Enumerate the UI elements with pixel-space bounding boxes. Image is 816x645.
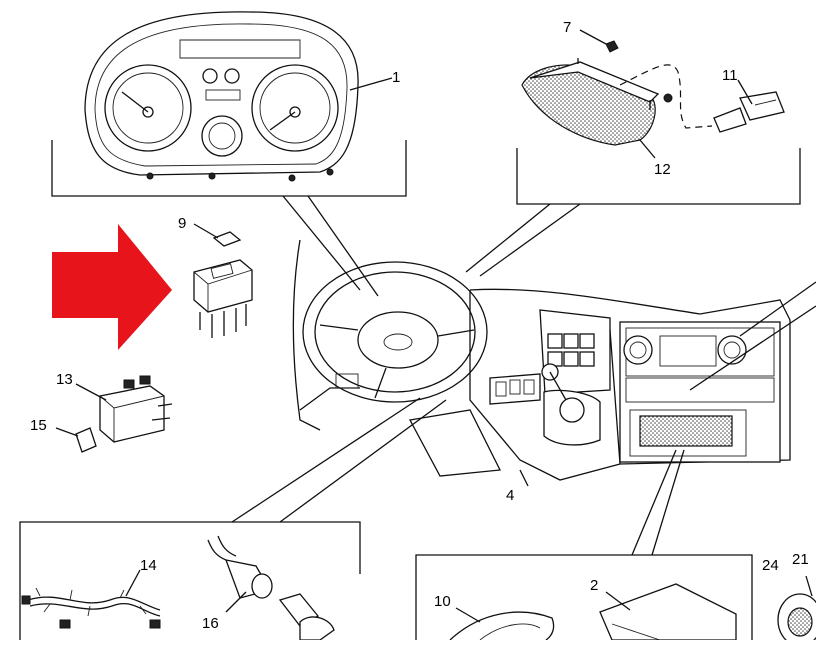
callout-16: 16 — [202, 615, 219, 632]
callout-12: 12 — [654, 161, 671, 178]
leader-lamp-to-dash — [465, 203, 551, 273]
leader-right-1 — [739, 281, 816, 337]
lamp-connector — [713, 91, 785, 133]
switch-cover — [75, 427, 97, 453]
leader-16 — [225, 591, 247, 613]
leader-13 — [75, 383, 107, 401]
callout-24: 24 — [762, 557, 779, 574]
leader-cluster-to-dash-2 — [307, 195, 379, 297]
leader-right-2 — [689, 305, 816, 391]
harness-bracket — [19, 521, 361, 640]
leader-lamp-to-dash-2 — [479, 203, 581, 277]
speaker-part — [777, 593, 816, 645]
callout-15: 15 — [30, 417, 47, 434]
instrument-cluster — [84, 11, 359, 182]
hazard-switch — [193, 231, 253, 338]
callout-7: 7 — [563, 19, 571, 36]
leader-11 — [737, 79, 753, 105]
leader-2 — [605, 591, 631, 611]
leader-radio-2 — [651, 449, 685, 556]
callout-2: 2 — [590, 577, 598, 594]
leader-harness-2 — [279, 399, 447, 523]
callout-11: 11 — [722, 67, 738, 84]
wiring-harness — [21, 587, 161, 629]
red-pointer-arrow — [52, 224, 172, 350]
callout-13: 13 — [56, 371, 73, 388]
cluster-bracket — [51, 140, 407, 197]
ignition-lock — [207, 535, 335, 641]
leader-4 — [519, 469, 529, 487]
callout-4: 4 — [506, 487, 514, 504]
leader-21 — [805, 575, 813, 597]
callout-10: 10 — [434, 593, 451, 610]
leader-cluster-to-dash — [282, 195, 361, 291]
callout-14: 14 — [140, 557, 157, 574]
leader-radio — [631, 449, 677, 556]
callout-9: 9 — [178, 215, 186, 232]
leader-9 — [193, 223, 219, 239]
callout-1: 1 — [392, 69, 400, 86]
leader-14 — [125, 569, 141, 597]
leader-7 — [579, 29, 607, 45]
lamp-wire — [619, 64, 713, 129]
leader-harness — [231, 397, 421, 523]
radio-unit — [599, 583, 737, 641]
rocker-switch — [99, 375, 173, 443]
callout-21: 21 — [792, 551, 809, 568]
leader-1 — [349, 77, 393, 91]
leader-10 — [455, 607, 481, 623]
leader-15 — [55, 427, 79, 437]
leader-12 — [639, 139, 656, 159]
steering-wheel — [299, 261, 488, 411]
lamp-bracket — [516, 148, 801, 205]
speaker-cover — [449, 611, 555, 641]
radio-bracket — [415, 554, 753, 640]
interior-lamp — [521, 40, 673, 146]
